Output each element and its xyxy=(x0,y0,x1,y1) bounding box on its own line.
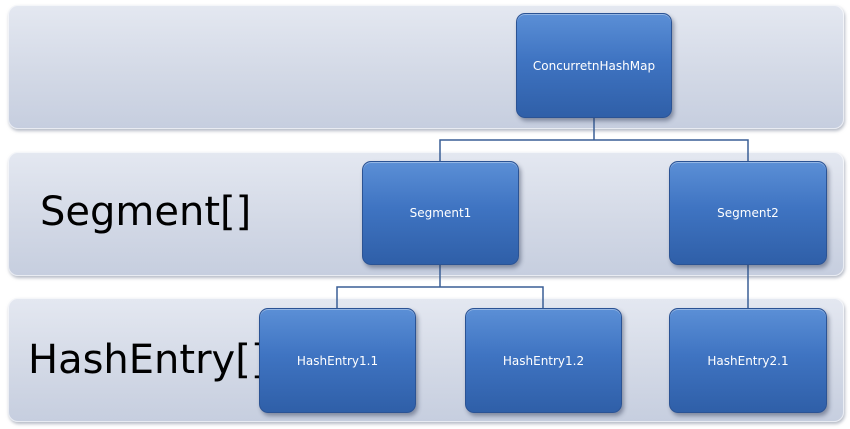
segment2-node: Segment2 xyxy=(669,161,827,265)
hashentry-1-2-node-label: HashEntry1.2 xyxy=(502,353,585,368)
hashentry-level-label: HashEntry[] xyxy=(28,337,267,383)
segment-level-label: Segment[] xyxy=(40,189,252,235)
hashentry-1-2-node: HashEntry1.2 xyxy=(465,308,622,413)
segment1-node-label: Segment1 xyxy=(409,206,472,220)
hashentry-1-1-node-label: HashEntry1.1 xyxy=(296,353,379,368)
concurrenthashmap-node-label: ConcurretnHashMap xyxy=(532,58,656,73)
segment1-node: Segment1 xyxy=(362,161,519,265)
level-band-root xyxy=(8,5,844,129)
hashentry-2-1-node: HashEntry2.1 xyxy=(669,308,827,413)
segment2-node-label: Segment2 xyxy=(717,206,779,220)
hashentry-2-1-node-label: HashEntry2.1 xyxy=(707,353,789,368)
concurrenthashmap-node: ConcurretnHashMap xyxy=(516,13,672,118)
hashentry-1-1-node: HashEntry1.1 xyxy=(259,308,416,413)
